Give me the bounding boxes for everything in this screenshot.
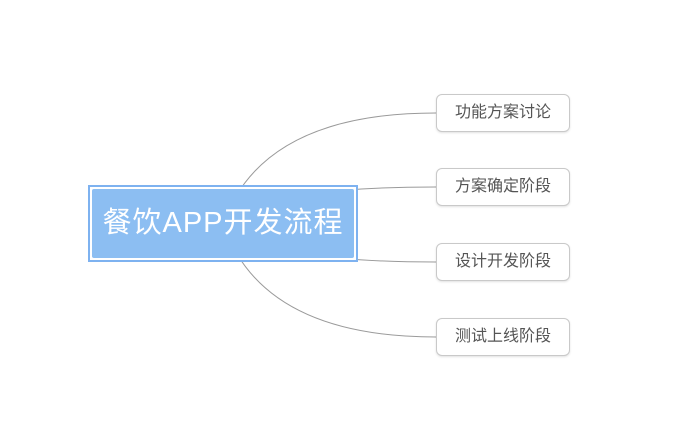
- root-node-label: 餐饮APP开发流程: [102, 207, 344, 239]
- root-node[interactable]: 餐饮APP开发流程: [88, 185, 358, 262]
- child-node-label: 设计开发阶段: [454, 253, 551, 270]
- child-node-plan-confirmation[interactable]: 方案确定阶段: [436, 168, 570, 206]
- child-node-design-development[interactable]: 设计开发阶段: [436, 243, 570, 281]
- root-node-fill: 餐饮APP开发流程: [92, 189, 354, 258]
- child-node-label: 功能方案讨论: [454, 104, 551, 121]
- child-node-test-launch[interactable]: 测试上线阶段: [436, 318, 570, 356]
- child-node-feature-discussion[interactable]: 功能方案讨论: [436, 94, 570, 132]
- child-node-label: 方案确定阶段: [454, 178, 551, 195]
- child-node-label: 测试上线阶段: [454, 328, 551, 345]
